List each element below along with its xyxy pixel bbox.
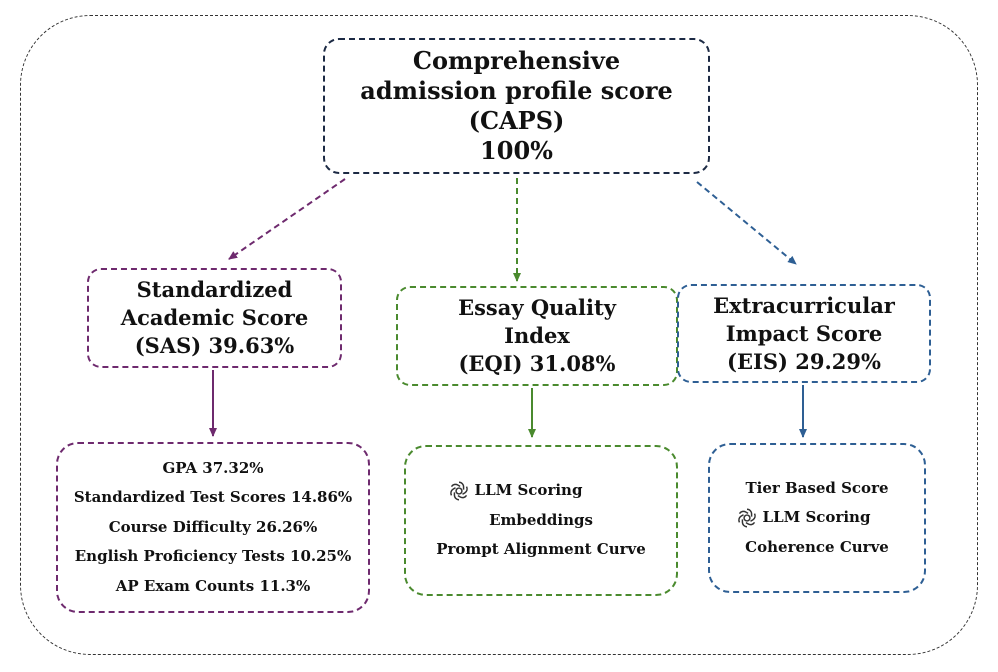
- caps-box: Comprehensive admission profile score (C…: [323, 38, 710, 174]
- eis-title-line-1: Extracurricular: [713, 292, 895, 318]
- sas-title-line-1: Standardized: [136, 277, 293, 302]
- outer-frame: [20, 15, 978, 655]
- sas-components-box: GPA 37.32% Standardized Test Scores 14.8…: [56, 442, 370, 613]
- openai-logo-icon: [737, 508, 756, 528]
- eqi-item-llm-scoring-row: LLM Scoring: [448, 476, 583, 506]
- eis-item-llm-scoring-row: LLM Scoring: [736, 503, 871, 533]
- sas-item-ap-exams: AP Exam Counts 11.3%: [115, 576, 311, 595]
- eqi-percentage: (EQI) 31.08%: [458, 351, 616, 376]
- openai-logo-icon: [449, 481, 468, 501]
- eis-item-coherence-curve: Coherence Curve: [745, 537, 889, 556]
- eqi-item-embeddings: Embeddings: [489, 510, 593, 529]
- caps-title-line-2: admission profile score: [360, 76, 673, 105]
- sas-item-test-scores: Standardized Test Scores 14.86%: [73, 488, 353, 507]
- eqi-box: Essay Quality Index (EQI) 31.08%: [396, 286, 678, 386]
- sas-item-course-difficulty: Course Difficulty 26.26%: [108, 517, 318, 536]
- sas-box: Standardized Academic Score (SAS) 39.63%: [87, 268, 342, 368]
- eis-box: Extracurricular Impact Score (EIS) 29.29…: [677, 284, 931, 383]
- eis-percentage: (EIS) 29.29%: [727, 348, 881, 374]
- eis-title-line-2: Impact Score: [725, 320, 883, 346]
- eqi-item-llm-scoring: LLM Scoring: [474, 481, 583, 500]
- sas-percentage: (SAS) 39.63%: [134, 333, 295, 358]
- sas-item-english-tests: English Proficiency Tests 10.25%: [74, 547, 352, 566]
- eis-item-tier-based: Tier Based Score: [745, 478, 889, 497]
- sas-title-line-2: Academic Score: [120, 305, 309, 330]
- eqi-item-prompt-alignment: Prompt Alignment Curve: [436, 540, 646, 559]
- eqi-title-line-2: Index: [504, 323, 570, 348]
- eis-item-llm-scoring: LLM Scoring: [762, 508, 871, 527]
- caps-title-line-3: (CAPS): [468, 106, 565, 135]
- caps-percentage: 100%: [480, 136, 553, 165]
- eis-components-box: Tier Based Score LLM Scoring Coherence C…: [708, 443, 926, 593]
- caps-title-line-1: Comprehensive: [412, 46, 621, 75]
- eqi-components-box: LLM Scoring Embeddings Prompt Alignment …: [404, 445, 678, 596]
- eqi-title-line-1: Essay Quality: [458, 295, 616, 320]
- sas-item-gpa: GPA 37.32%: [162, 458, 264, 477]
